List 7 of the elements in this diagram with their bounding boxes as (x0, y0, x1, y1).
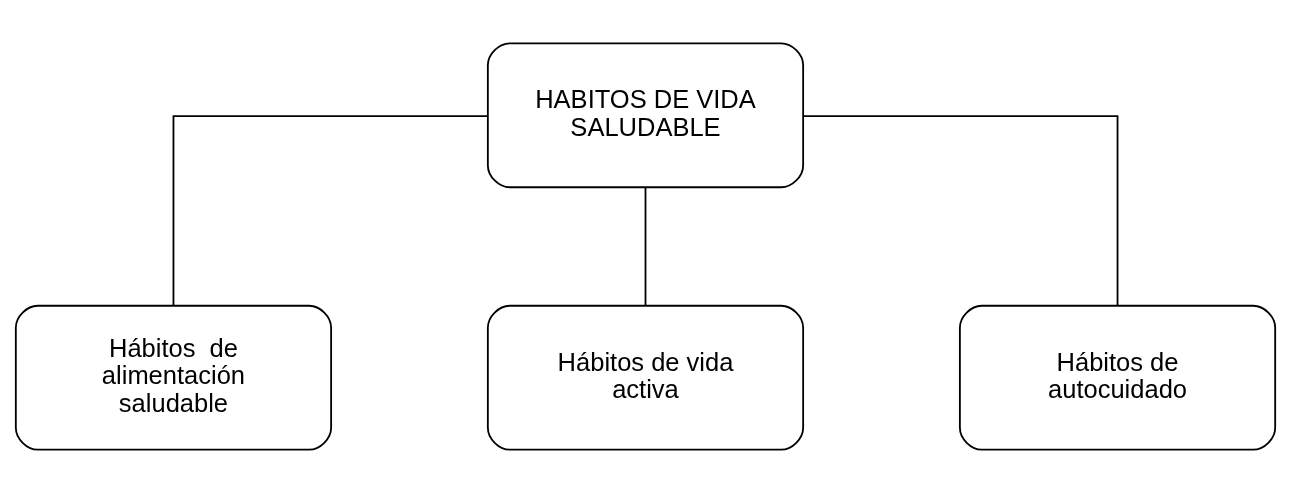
node-box: Hábitos de alimentación saludable (14, 304, 333, 451)
node-box: HABITOS DE VIDA SALUDABLE (486, 41, 805, 188)
connector (172, 114, 489, 306)
node-box: Hábitos de vida activa (486, 304, 805, 451)
connector (802, 114, 1119, 306)
node-box: Hábitos de autocuidado (958, 304, 1277, 451)
connector (644, 186, 647, 306)
